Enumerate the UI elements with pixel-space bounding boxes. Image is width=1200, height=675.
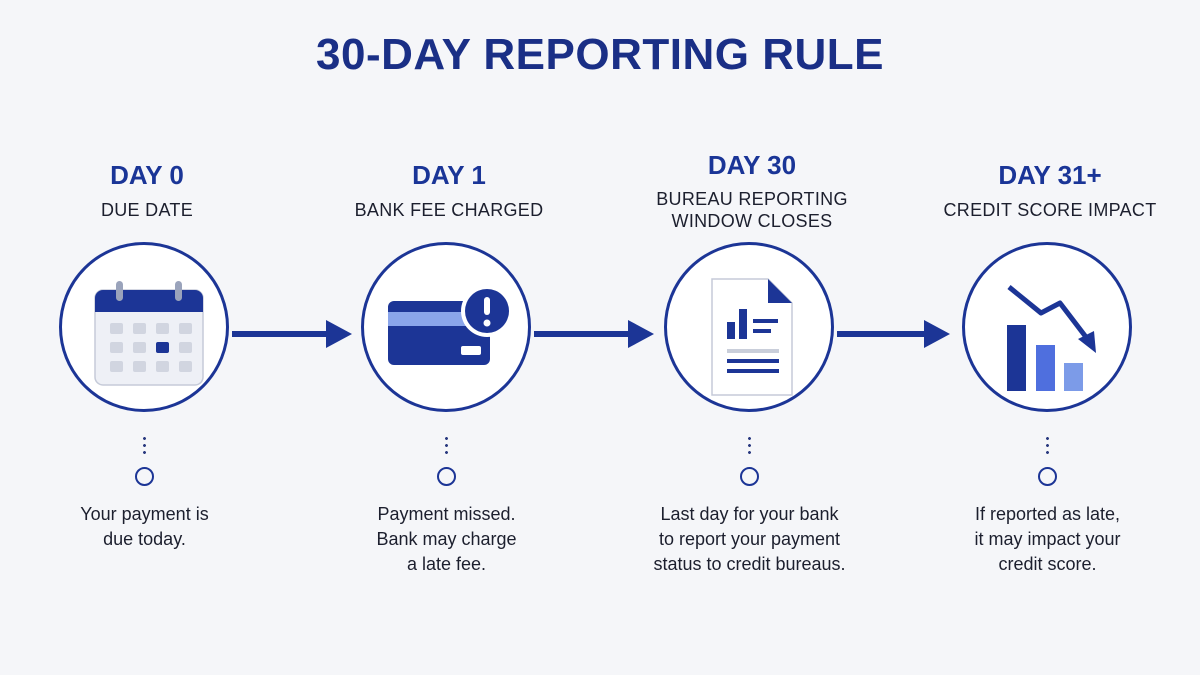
- report-document-icon: [711, 278, 793, 396]
- dotted-connector: [143, 435, 146, 455]
- timeline-node: [437, 467, 456, 486]
- step-label: DUE DATE: [100, 200, 194, 220]
- step-label: BANK FEE CHARGED: [354, 200, 544, 220]
- arrow-1-to-2: [232, 320, 352, 348]
- timeline-step-day-30: DAY 30 BUREAU REPORTING WINDOW CLOSES La…: [602, 0, 902, 675]
- arrow-3-to-4: [837, 320, 950, 348]
- dotted-connector: [748, 435, 751, 455]
- declining-chart-icon: [1007, 285, 1096, 391]
- timeline-step-day-0: DAY 0 DUE DATE: [0, 0, 297, 675]
- timeline-node: [1038, 467, 1057, 486]
- step-icon-circle: [664, 242, 834, 412]
- step-description: Last day for your bank to report your pa…: [653, 504, 846, 574]
- timeline-node: [740, 467, 759, 486]
- step-description: If reported as late, it may impact your …: [974, 504, 1121, 574]
- step-day: DAY 30: [707, 150, 797, 180]
- timeline-node: [135, 467, 154, 486]
- dotted-connector: [1046, 435, 1049, 455]
- step-label: CREDIT SCORE IMPACT: [943, 200, 1157, 220]
- calendar-icon: [94, 281, 204, 386]
- arrow-2-to-3: [534, 320, 654, 348]
- credit-card-alert-icon: [388, 285, 513, 365]
- step-label: BUREAU REPORTING WINDOW CLOSES: [656, 189, 848, 231]
- step-description: Payment missed. Bank may charge a late f…: [376, 504, 517, 574]
- timeline-step-day-1: DAY 1 BANK FEE CHARGED Payment missed. B…: [299, 0, 599, 675]
- step-icon-circle: [361, 242, 531, 412]
- dotted-connector: [445, 435, 448, 455]
- step-day: DAY 0: [110, 160, 184, 190]
- step-icon-circle: [59, 242, 229, 412]
- step-icon-circle: [962, 242, 1132, 412]
- page-title: 30-DAY REPORTING RULE: [316, 30, 884, 79]
- step-day: DAY 1: [412, 160, 486, 190]
- step-description: Your payment is due today.: [80, 504, 209, 549]
- timeline-step-day-31-plus: DAY 31+ CREDIT SCORE IMPACT If reported …: [900, 0, 1200, 675]
- step-day: DAY 31+: [998, 160, 1102, 190]
